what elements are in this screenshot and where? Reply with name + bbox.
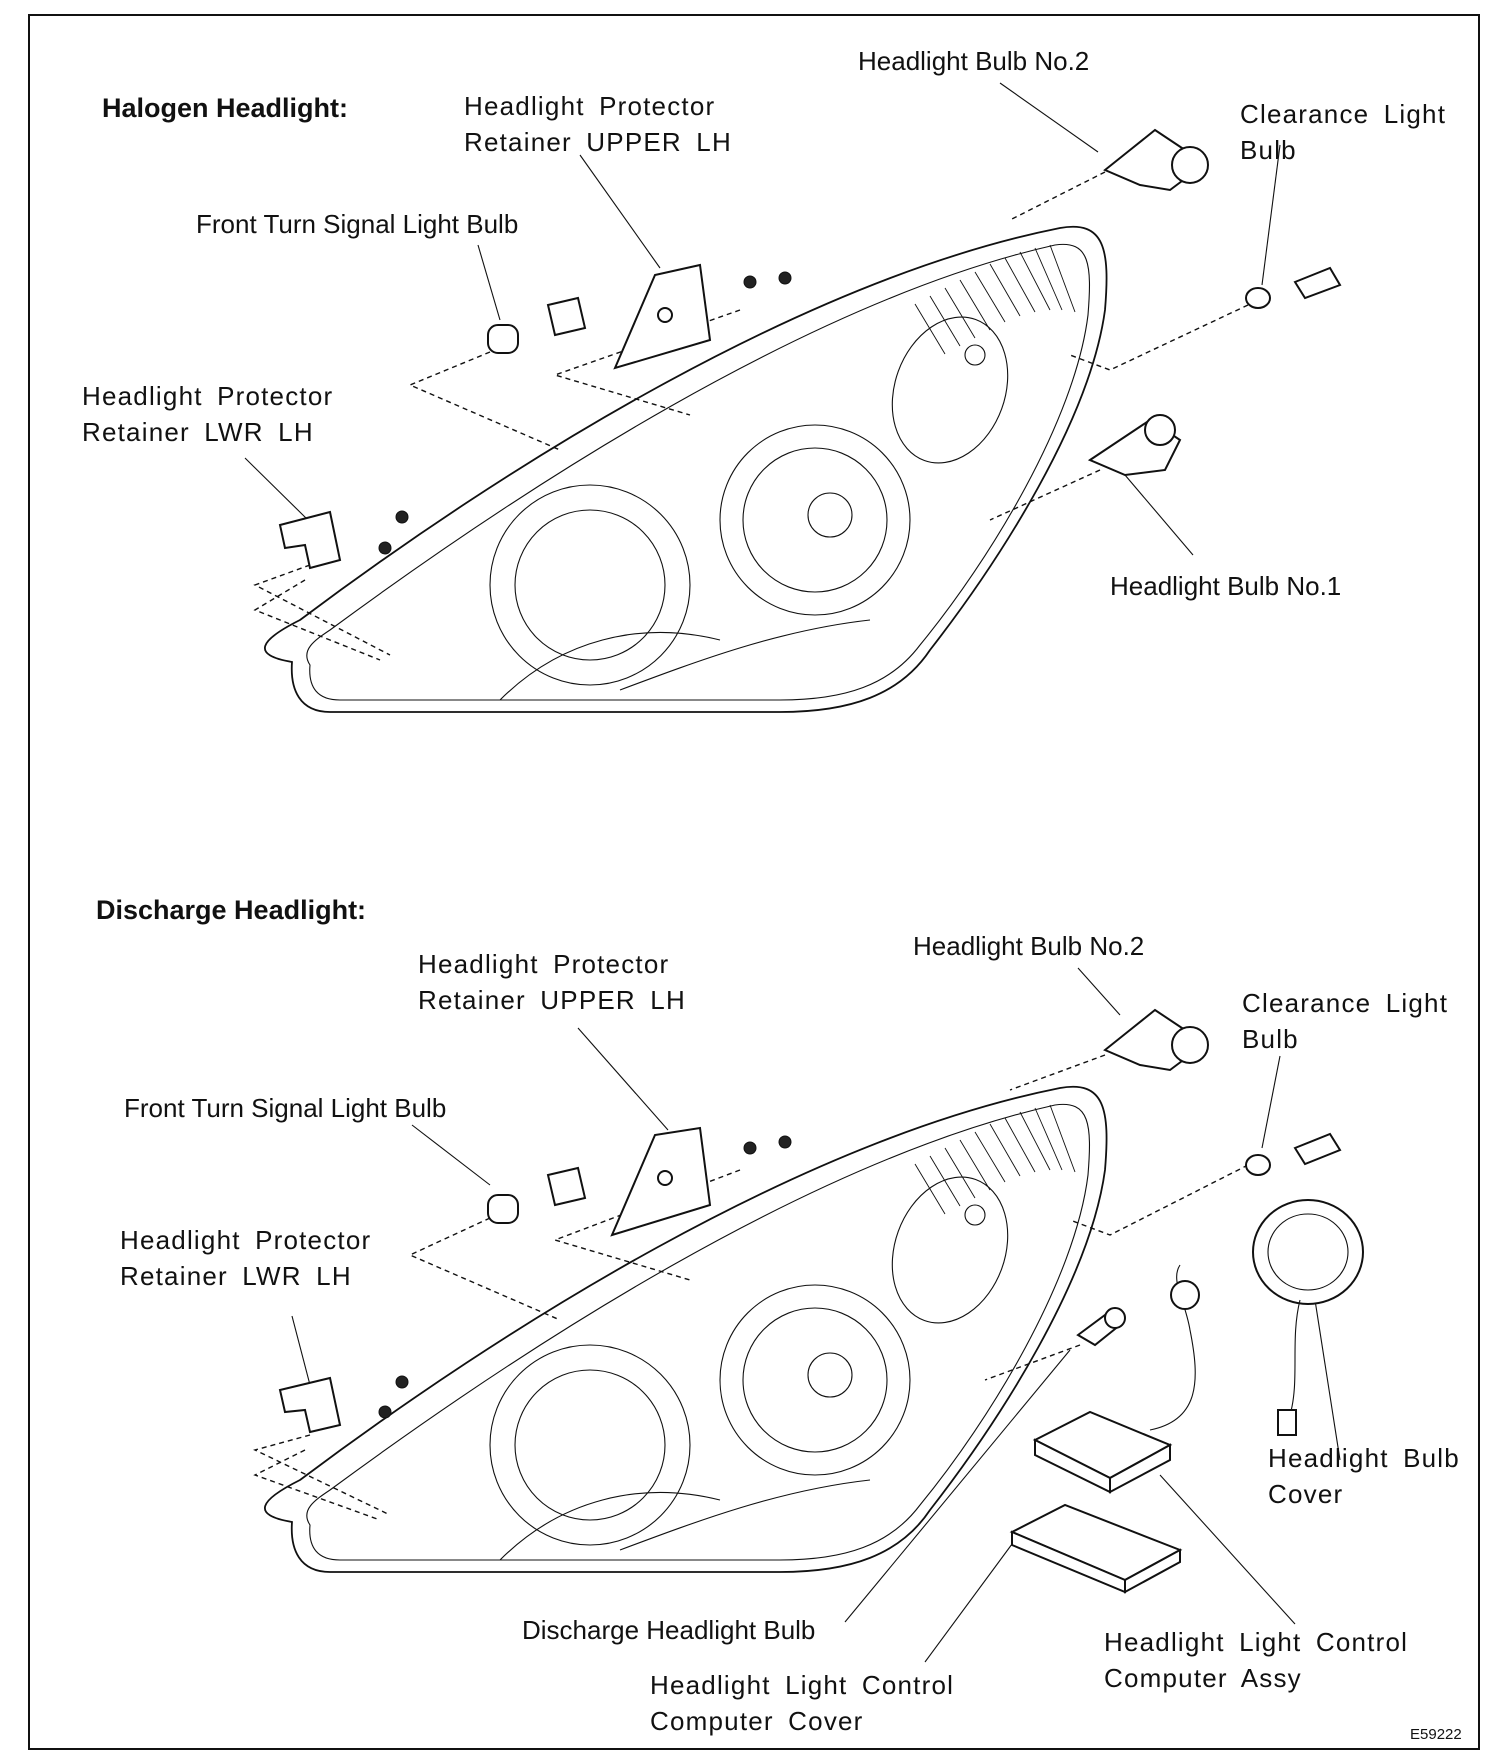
discharge-label-bulb-cover-2: Cover — [1268, 1479, 1344, 1509]
halogen-leader-lines — [244, 82, 1281, 556]
halogen-label-clearance-2: Bulb — [1240, 135, 1297, 165]
discharge-retainer-upper — [610, 1126, 792, 1237]
halogen-clearance-bulb — [1245, 266, 1342, 309]
diagram-frame — [28, 14, 1480, 1750]
discharge-label-retainer-lwr-2: Retainer LWR LH — [120, 1261, 352, 1291]
discharge-label-retainer-upper-1: Headlight Protector — [418, 949, 670, 979]
halogen-label-clearance-1: Clearance Light — [1240, 99, 1447, 129]
computer-assy-part — [1032, 1264, 1200, 1494]
discharge-label-computer-cover-2: Computer Cover — [650, 1706, 864, 1736]
figure-code: E59222 — [1410, 1726, 1462, 1743]
halogen-retainer-lwr — [278, 510, 409, 570]
halogen-label-retainer-lwr-2: Retainer LWR LH — [82, 417, 314, 447]
discharge-clearance-bulb — [1245, 1132, 1342, 1176]
discharge-label-bulb-no2: Headlight Bulb No.2 — [913, 931, 1145, 961]
discharge-label-bulb-cover-1: Headlight Bulb — [1268, 1443, 1460, 1473]
computer-cover-part — [1009, 1503, 1183, 1594]
discharge-section-title: Discharge Headlight: — [96, 895, 367, 925]
halogen-bulb-no1 — [1087, 414, 1182, 477]
discharge-leader-lines — [291, 967, 1341, 1663]
halogen-section-title: Halogen Headlight: — [102, 93, 349, 123]
discharge-turn-bulb — [487, 1166, 587, 1224]
halogen-label-bulb-no2: Headlight Bulb No.2 — [858, 46, 1090, 76]
halogen-retainer-upper — [613, 263, 792, 370]
discharge-label-discharge-bulb: Discharge Headlight Bulb — [522, 1615, 816, 1645]
discharge-label-clearance-1: Clearance Light — [1242, 988, 1449, 1018]
discharge-label-retainer-upper-2: Retainer UPPER LH — [418, 985, 686, 1015]
discharge-label-computer-assy-2: Computer Assy — [1104, 1663, 1302, 1693]
halogen-label-bulb-no1: Headlight Bulb No.1 — [1110, 571, 1342, 601]
halogen-label-retainer-upper-1: Headlight Protector — [464, 91, 716, 121]
halogen-dash-lines — [253, 171, 1249, 661]
discharge-label-turn-bulb: Front Turn Signal Light Bulb — [124, 1093, 447, 1123]
bulb-cover-part — [1252, 1199, 1364, 1436]
discharge-bulb-part — [1076, 1307, 1126, 1347]
halogen-label-turn-bulb: Front Turn Signal Light Bulb — [196, 209, 519, 239]
halogen-bulb-no2 — [1103, 128, 1209, 192]
discharge-bulb-no2 — [1103, 1008, 1209, 1072]
halogen-label-retainer-upper-2: Retainer UPPER LH — [464, 127, 732, 157]
discharge-label-computer-assy-1: Headlight Light Control — [1104, 1627, 1409, 1657]
discharge-label-clearance-2: Bulb — [1242, 1024, 1299, 1054]
discharge-label-computer-cover-1: Headlight Light Control — [650, 1670, 955, 1700]
discharge-retainer-lwr — [278, 1375, 409, 1434]
halogen-label-retainer-lwr-1: Headlight Protector — [82, 381, 334, 411]
discharge-label-retainer-lwr-1: Headlight Protector — [120, 1225, 372, 1255]
halogen-turn-bulb — [487, 296, 587, 354]
